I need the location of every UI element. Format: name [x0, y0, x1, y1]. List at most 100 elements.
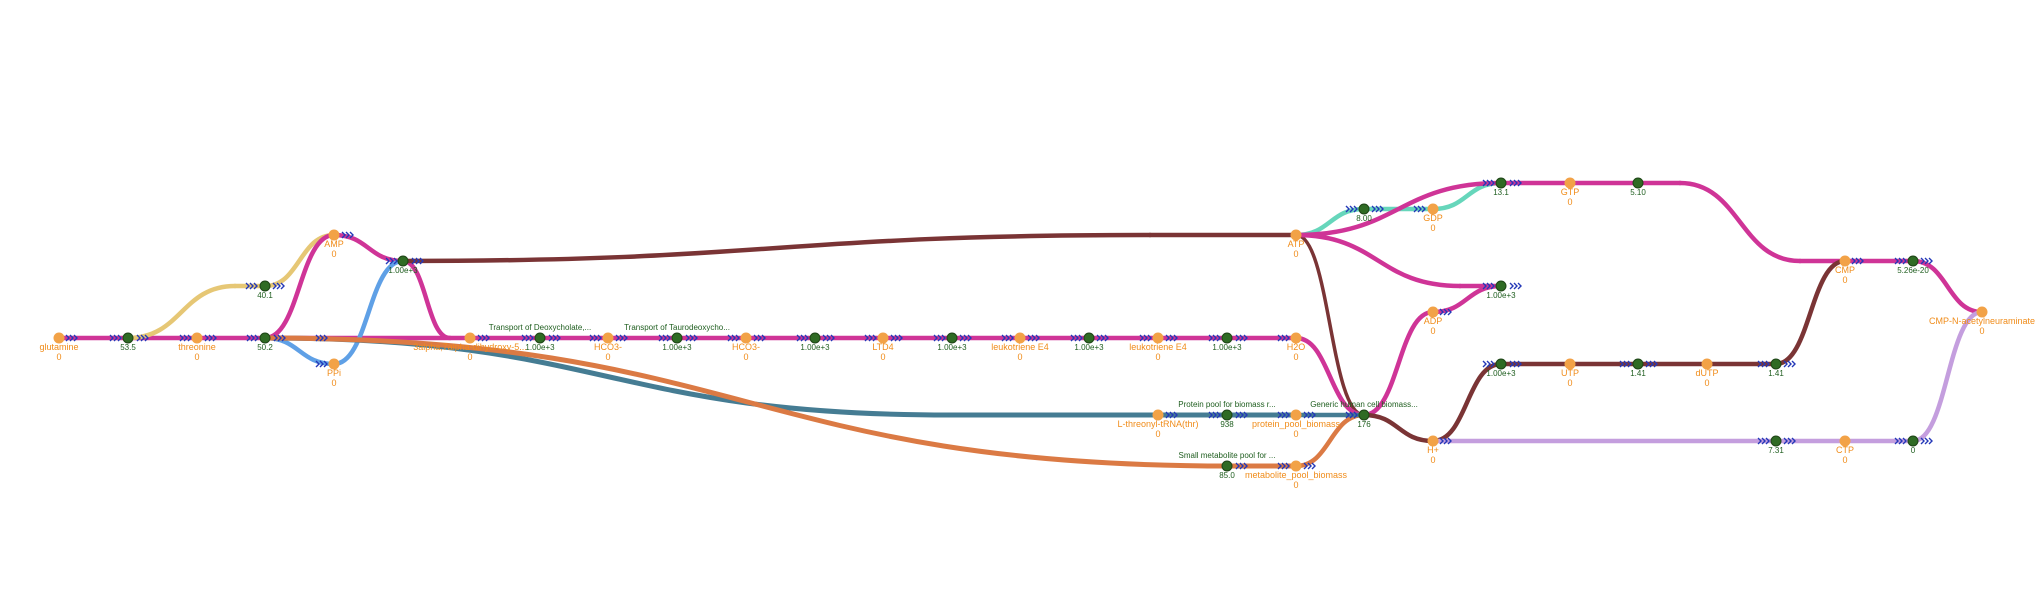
reaction-node-r7[interactable] [809, 332, 821, 344]
reaction-node-r12[interactable] [1221, 460, 1233, 472]
reaction-node-r20[interactable] [1770, 358, 1782, 370]
metabolite-node-thr_trna[interactable] [1152, 409, 1164, 421]
reaction-node-r23[interactable] [1907, 255, 1919, 267]
metabolite-node-cmpneu[interactable] [1976, 306, 1988, 318]
direction-arrow-icon [1443, 437, 1448, 445]
flow-blue-ppi [262, 335, 337, 367]
metabolite-node-hco3b[interactable] [740, 332, 752, 344]
reaction-node-r8[interactable] [946, 332, 958, 344]
metabolite-label: L-threonyl-tRNA(thr) [1117, 419, 1198, 429]
direction-arrow-icon [1005, 334, 1010, 342]
direction-arrow-icon [1894, 437, 1899, 445]
reaction-node-r4[interactable] [397, 255, 409, 267]
direction-arrow-icon [1216, 411, 1221, 419]
reaction-node-r15[interactable] [1495, 177, 1507, 189]
direction-arrow-icon [521, 334, 526, 342]
direction-arrow-icon [552, 334, 557, 342]
direction-arrow-icon [1920, 257, 1925, 265]
reaction-node-r6[interactable] [671, 332, 683, 344]
metabolite-node-metab_pool[interactable] [1290, 460, 1302, 472]
reaction-node-r9[interactable] [1083, 332, 1095, 344]
metabolite-node-protein_pool[interactable] [1290, 409, 1302, 421]
reaction-node-r1[interactable] [122, 332, 134, 344]
reaction-node-r13[interactable] [1358, 409, 1370, 421]
metabolite-node-h2o[interactable] [1290, 332, 1302, 344]
direction-arrow-icon [525, 334, 530, 342]
metabolite-label: CTP [1836, 445, 1854, 455]
reaction-node-r22[interactable] [1907, 435, 1919, 447]
reaction-node-r5[interactable] [534, 332, 546, 344]
reaction-flux-label: 1.00e+3 [937, 343, 967, 352]
reaction-node-r10[interactable] [1221, 332, 1233, 344]
flow-blue-ppi-r4 [331, 258, 406, 367]
direction-arrow-icon [341, 231, 346, 239]
metabolite-label: AMP [324, 239, 344, 249]
metabolite-node-adp[interactable] [1427, 306, 1439, 318]
metabolite-node-dutp[interactable] [1701, 358, 1713, 370]
metabolite-label: H2O [1287, 342, 1306, 352]
flow-layer [56, 180, 1985, 469]
direction-arrow-icon [1490, 360, 1495, 368]
direction-arrow-icon [1928, 437, 1933, 445]
metabolite-node-ltd4[interactable] [877, 332, 889, 344]
reaction-node-r17[interactable] [1495, 280, 1507, 292]
metabolite-value: 0 [1979, 326, 1984, 336]
direction-arrow-icon [1486, 179, 1491, 187]
direction-arrow-icon [1791, 360, 1796, 368]
reaction-node-r21[interactable] [1770, 435, 1782, 447]
metabolite-node-threonine[interactable] [191, 332, 203, 344]
metabolite-node-gdp[interactable] [1427, 203, 1439, 215]
direction-arrow-icon [1645, 360, 1650, 368]
metabolite-node-PPi[interactable] [328, 358, 340, 370]
metabolite-node-ctp[interactable] [1839, 435, 1851, 447]
direction-arrow-icon [1509, 179, 1514, 187]
direction-arrow-icon [1439, 308, 1444, 316]
direction-arrow-icon [761, 334, 766, 342]
direction-arrow-icon [1783, 437, 1788, 445]
metabolite-value: 0 [1430, 326, 1435, 336]
direction-arrow-icon [623, 334, 628, 342]
direction-arrow-icon [1243, 462, 1248, 470]
direction-arrow-icon [1349, 205, 1354, 213]
reaction-node-r2[interactable] [259, 280, 271, 292]
metabolite-value: 0 [1155, 429, 1160, 439]
metabolite-node-AMP[interactable] [328, 229, 340, 241]
direction-arrow-icon [666, 334, 671, 342]
reaction-flux-label: 5.10 [1630, 188, 1646, 197]
reaction-node-r3[interactable] [259, 332, 271, 344]
metabolite-node-glutamine[interactable] [53, 332, 65, 344]
reaction-node-r14[interactable] [1358, 203, 1370, 215]
metabolite-node-lte4a[interactable] [1014, 332, 1026, 344]
metabolite-node-hplus[interactable] [1427, 435, 1439, 447]
reaction-node-r11[interactable] [1221, 409, 1233, 421]
direction-arrow-icon [1417, 205, 1422, 213]
direction-arrow-icon [485, 334, 490, 342]
direction-arrow-icon [389, 257, 394, 265]
direction-arrow-icon [1173, 411, 1178, 419]
reaction-node-r18[interactable] [1495, 358, 1507, 370]
direction-arrow-icon [864, 334, 869, 342]
flow-lavender-cmpneu [1910, 309, 1985, 444]
direction-arrow-icon [753, 334, 758, 342]
metabolite-node-lte4b[interactable] [1152, 332, 1164, 344]
metabolite-node-gtp[interactable] [1564, 177, 1576, 189]
reaction-node-r16[interactable] [1632, 177, 1644, 189]
metabolite-node-dhb[interactable] [464, 332, 476, 344]
metabolite-value: 0 [1293, 249, 1298, 259]
direction-arrow-icon [967, 334, 972, 342]
metabolite-value: 0 [1293, 352, 1298, 362]
direction-arrow-icon [1761, 437, 1766, 445]
direction-arrow-icon [1482, 179, 1487, 187]
direction-arrow-icon [113, 334, 118, 342]
direction-arrow-icon [1212, 411, 1217, 419]
direction-arrow-icon [1920, 437, 1925, 445]
metabolite-node-cmp[interactable] [1839, 255, 1851, 267]
metabolite-node-utp[interactable] [1564, 358, 1576, 370]
reaction-flux-label: 1.00e+3 [1486, 369, 1516, 378]
direction-arrow-icon [1517, 282, 1522, 290]
reaction-node-r19[interactable] [1632, 358, 1644, 370]
direction-arrow-icon [868, 334, 873, 342]
metabolite-node-atp[interactable] [1290, 229, 1302, 241]
metabolite-node-hco3a[interactable] [602, 332, 614, 344]
direction-arrow-icon [1070, 334, 1075, 342]
